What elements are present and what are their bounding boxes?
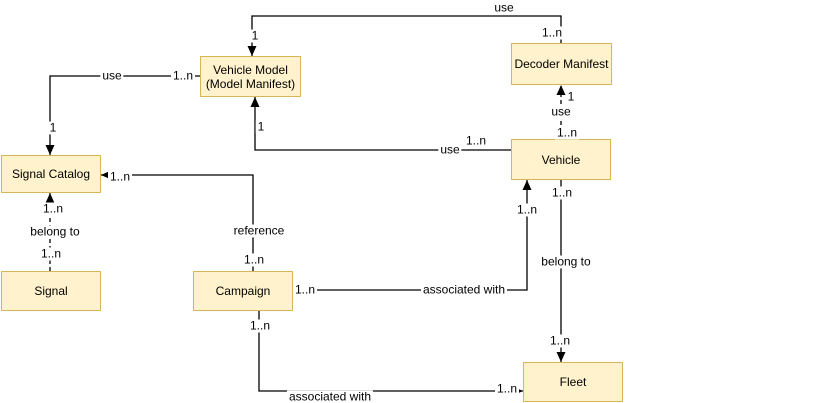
relation-label: use xyxy=(492,0,516,15)
node-vehicle-model: Vehicle Model(Model Manifest) xyxy=(200,56,301,97)
node-label: Signal xyxy=(34,284,68,298)
node-signal: Signal xyxy=(1,271,101,311)
edge-vehicle-use-vehicle-model xyxy=(250,97,511,151)
multiplicity-label: 1..n xyxy=(514,202,540,217)
node-fleet: Fleet xyxy=(523,362,623,402)
relation-label: associated with xyxy=(420,282,508,297)
relation-label: belong to xyxy=(28,224,82,239)
relation-label: use xyxy=(438,142,462,157)
node-label: Campaign xyxy=(215,284,271,298)
relation-label: use xyxy=(100,68,124,83)
node-campaign: Campaign xyxy=(193,271,293,311)
node-signal-catalog: Signal Catalog xyxy=(1,155,101,193)
multiplicity-label: 1..n xyxy=(494,381,520,396)
multiplicity-label: 1..n xyxy=(241,252,267,267)
relation-label: belong to xyxy=(539,254,593,269)
multiplicity-label: 1..n xyxy=(292,282,318,297)
edge-campaign-associated-with-fleet xyxy=(258,311,523,396)
multiplicity-label: 1..n xyxy=(549,185,575,200)
node-label: Vehicle Model xyxy=(213,62,288,77)
relation-label: associated with xyxy=(286,389,374,403)
multiplicity-label: 1 xyxy=(255,119,267,134)
edge-campaign-associated-with-vehicle xyxy=(293,180,532,291)
multiplicity-label: 1 xyxy=(249,28,261,43)
multiplicity-label: 1..n xyxy=(554,125,580,140)
multiplicity-label: 1..n xyxy=(539,25,565,40)
node-label: Fleet xyxy=(559,375,587,389)
multiplicity-label: 1 xyxy=(565,89,577,104)
relation-label: reference xyxy=(231,223,287,238)
edge-group xyxy=(45,15,566,396)
node-decoder-manifest: Decoder Manifest xyxy=(511,43,612,85)
multiplicity-label: 1..n xyxy=(170,68,196,83)
multiplicity-label: 1..n xyxy=(547,333,573,348)
multiplicity-label: 1 xyxy=(47,120,59,135)
multiplicity-label: 1..n xyxy=(40,201,66,216)
multiplicity-label: 1..n xyxy=(107,169,133,184)
node-label: (Model Manifest) xyxy=(205,76,296,91)
multiplicity-label: 1..n xyxy=(463,133,489,148)
edge-vehicle-model-use-signal-catalog xyxy=(45,75,200,155)
multiplicity-label: 1..n xyxy=(247,318,273,333)
relation-label: use xyxy=(549,104,573,119)
node-label: Vehicle xyxy=(541,152,581,167)
node-label: Decoder Manifest xyxy=(514,57,609,71)
node-label: Signal Catalog xyxy=(11,167,91,181)
multiplicity-label: 1..n xyxy=(38,246,64,261)
node-vehicle: Vehicle xyxy=(511,139,611,180)
edge-campaign-reference-signal-catalog xyxy=(101,170,254,271)
